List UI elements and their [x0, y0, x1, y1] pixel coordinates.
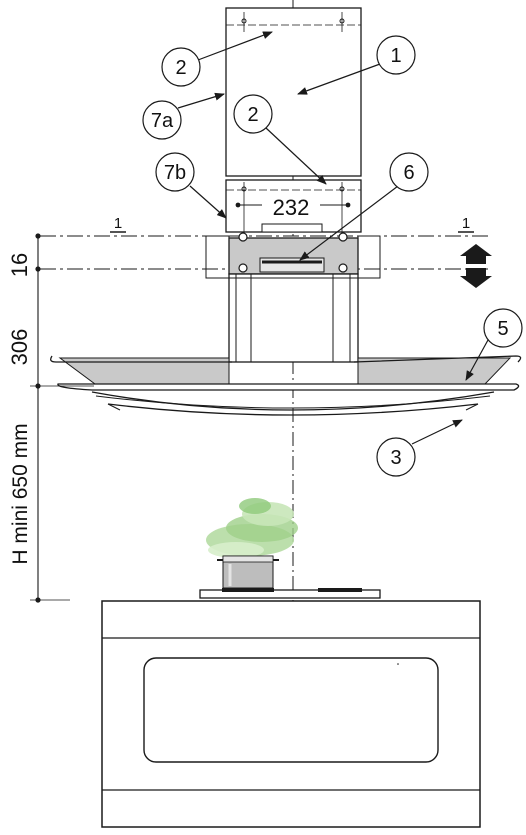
steam-cloud: [206, 498, 298, 558]
svg-text:3: 3: [390, 447, 401, 469]
svg-text:2: 2: [247, 104, 258, 126]
dimension-306: 306: [7, 329, 32, 366]
level-mark-left: 1: [114, 215, 122, 232]
svg-text:2: 2: [175, 57, 186, 79]
vertical-dimensions: 16 306 H mini 650 mm: [7, 233, 94, 603]
callout-5: 5: [483, 308, 523, 348]
dimension-16: 16: [7, 253, 32, 277]
svg-text:5: 5: [497, 318, 508, 340]
svg-text:6: 6: [403, 162, 414, 184]
svg-text:1: 1: [390, 45, 401, 67]
callout-3: 3: [376, 437, 416, 477]
cooking-pot: [217, 555, 279, 589]
callout-6: 6: [389, 152, 429, 192]
callout-2-top: 2: [161, 47, 201, 87]
svg-text:7a: 7a: [151, 110, 174, 132]
hood-column: [228, 273, 359, 363]
callout-2-mid: 2: [233, 94, 273, 134]
upper-chimney: [225, 7, 362, 177]
callout-7a: 7a: [142, 100, 182, 140]
dimension-min-height: H mini 650 mm: [9, 423, 32, 564]
width-dimension: 232: [235, 194, 351, 220]
svg-text:7b: 7b: [164, 162, 186, 184]
oven-cabinet: [101, 600, 481, 828]
up-down-arrow-icon: [460, 244, 492, 288]
cooktop: [199, 588, 381, 599]
leader-lines: [177, 31, 489, 445]
callout-7b: 7b: [155, 152, 195, 192]
adjustment-block: [205, 232, 381, 279]
width-dimension-label: 232: [273, 195, 310, 220]
hood-dish: [57, 383, 520, 416]
callout-1: 1: [376, 35, 416, 75]
level-mark-right: 1: [462, 215, 470, 232]
